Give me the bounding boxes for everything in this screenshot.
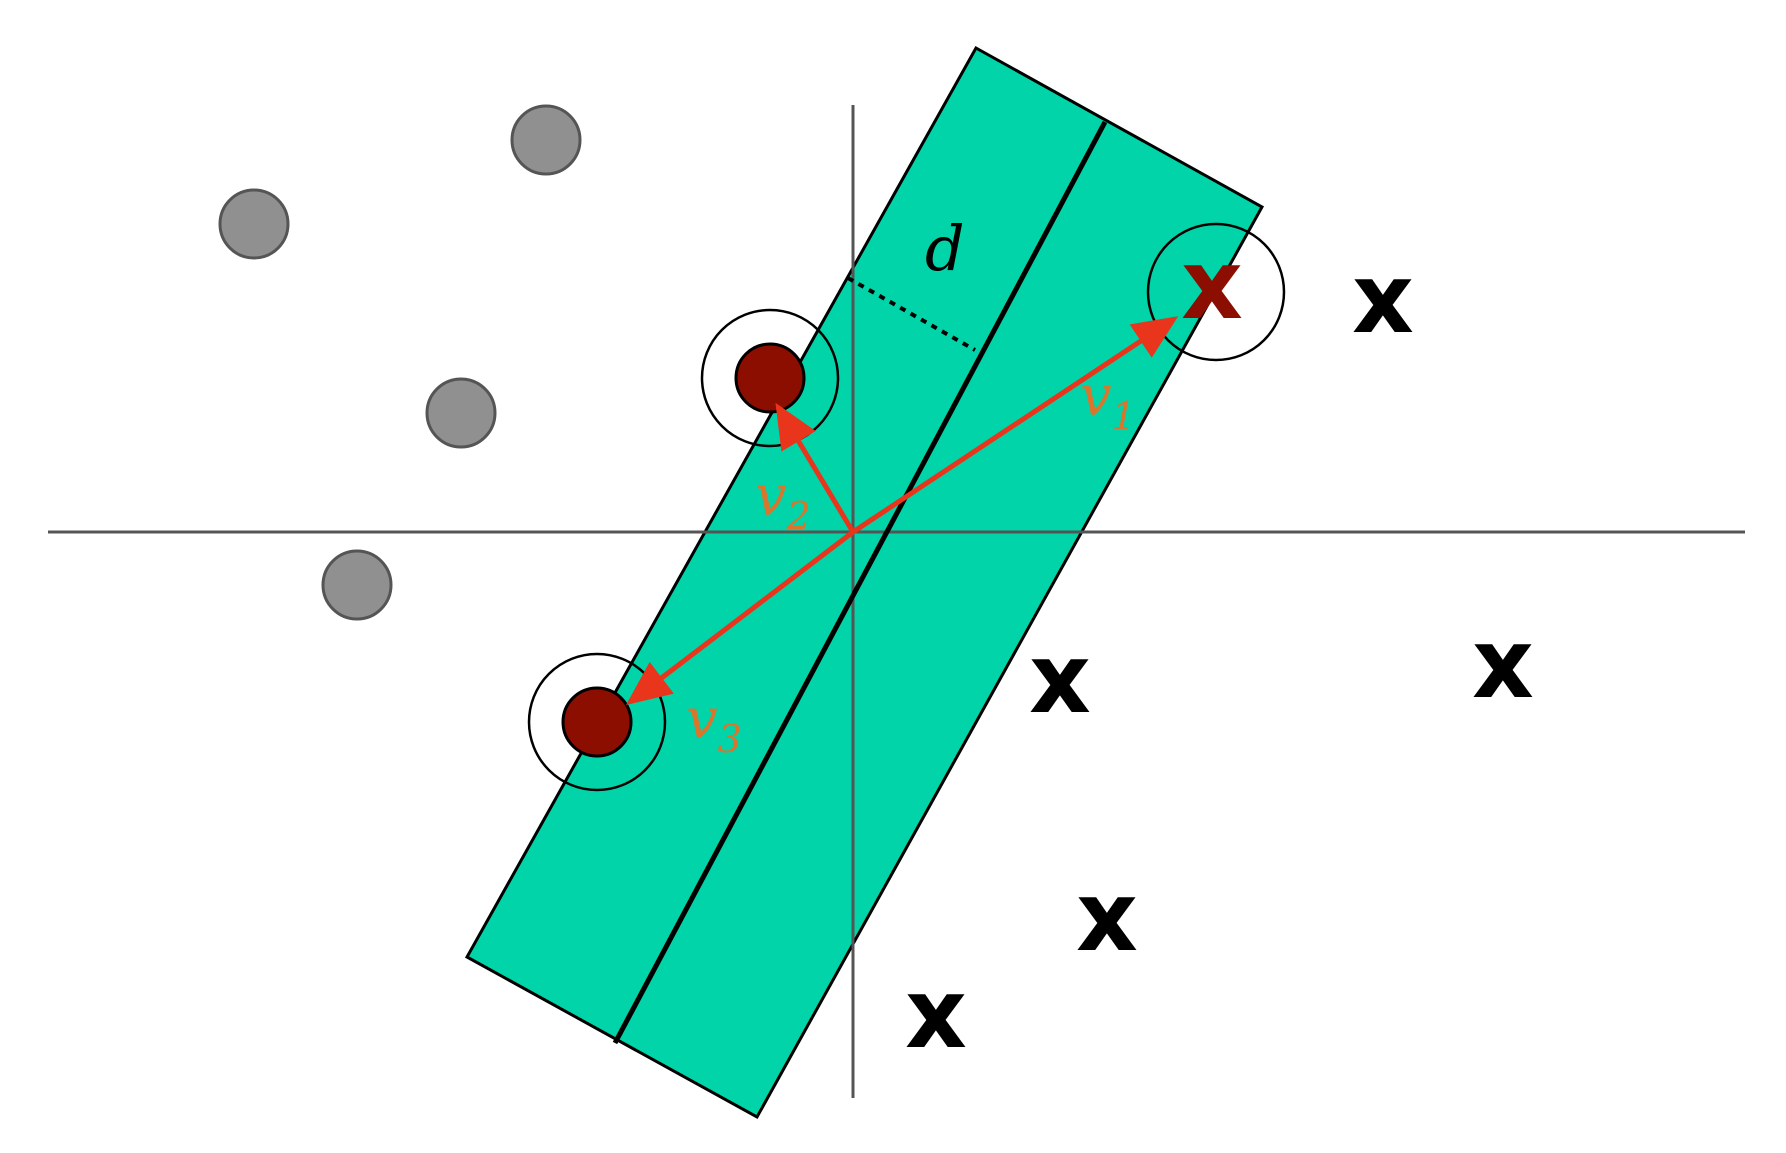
vector-v3 (626, 530, 855, 706)
support-vector-cross: x (1181, 229, 1243, 341)
positive-cross: x (1029, 623, 1091, 735)
vector-v2-label: v2 (755, 464, 811, 538)
support-vector-point (561, 686, 633, 758)
negative-point (218, 188, 290, 260)
support-vector-ring (527, 652, 667, 792)
decision-boundary (612, 120, 1108, 1045)
positive-cross: x (1472, 608, 1534, 720)
negative-point (321, 549, 393, 621)
support-vector-ring (700, 308, 840, 448)
negative-point (425, 377, 497, 449)
margin-band (464, 45, 1265, 1120)
distance-label: d (925, 212, 965, 285)
positive-cross: x (1076, 861, 1138, 973)
margin-distance-line (847, 276, 976, 352)
vector-v3-label: v3 (686, 687, 742, 761)
positive-cross: x (905, 958, 967, 1070)
vector-v1-label: v1 (1080, 364, 1136, 438)
positive-cross: x (1352, 243, 1414, 355)
negative-point (510, 104, 582, 176)
support-vector-point (734, 342, 806, 414)
vector-v2 (775, 402, 856, 534)
vector-v1 (851, 316, 1179, 535)
support-vector-ring (1146, 222, 1286, 362)
